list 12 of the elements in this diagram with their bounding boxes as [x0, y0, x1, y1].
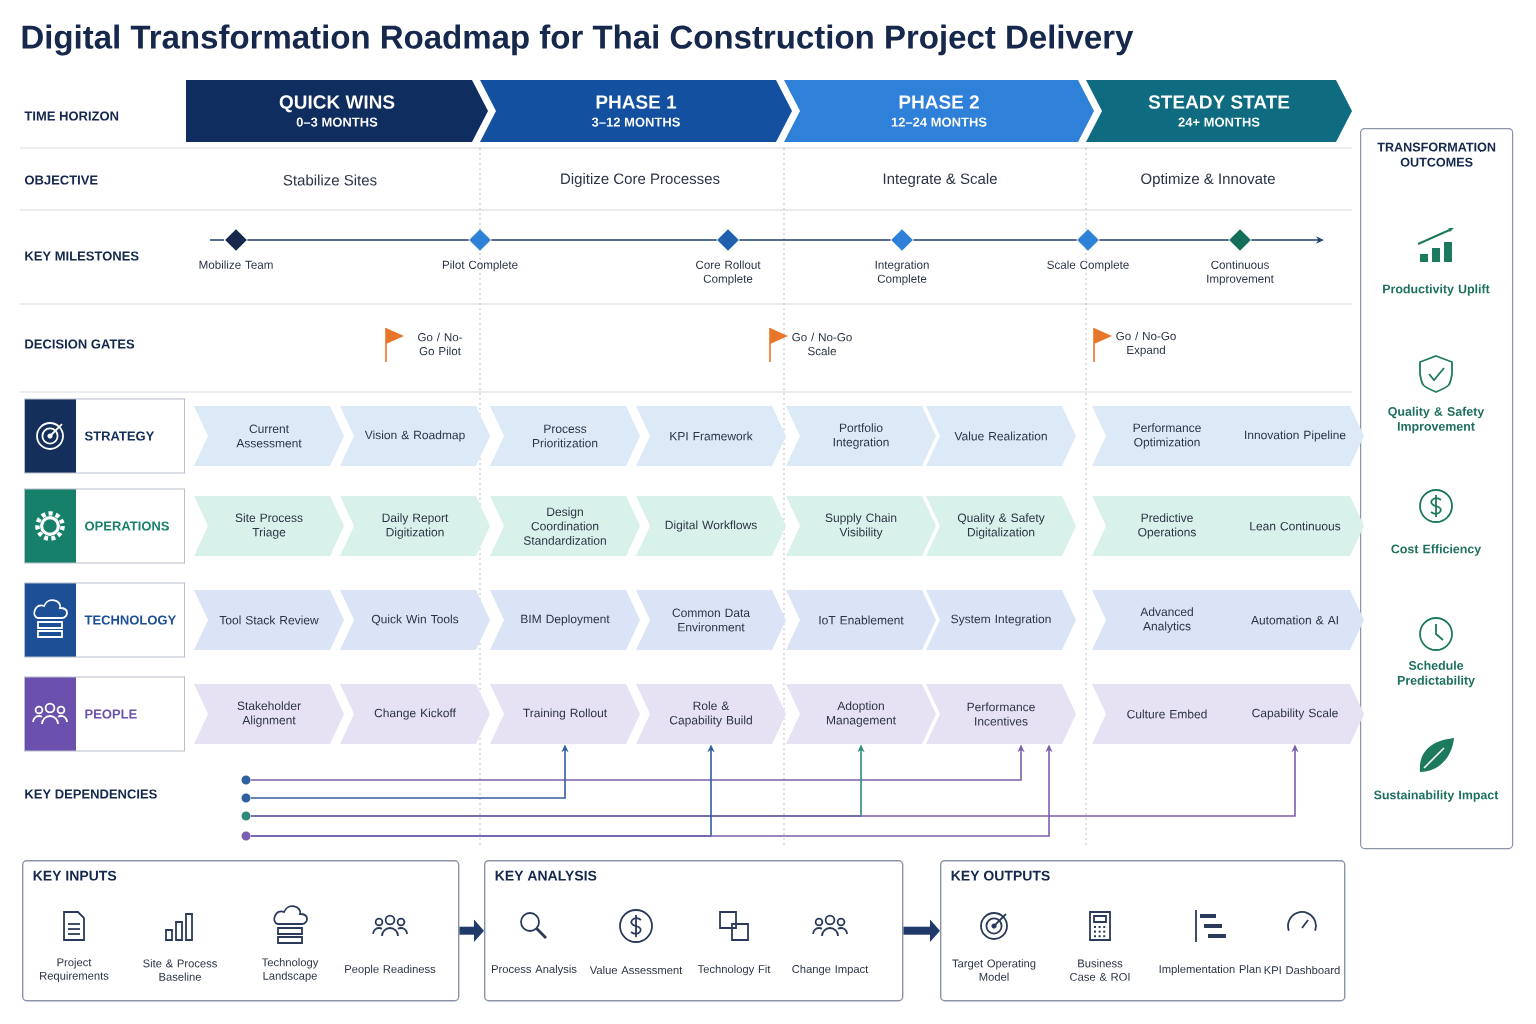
timeline-line	[246, 239, 470, 241]
milestone-marker	[891, 229, 913, 251]
milestone-marker	[1229, 229, 1251, 251]
title: Digital Transformation Roadmap for Thai Construction Project Delivery	[22, 24, 1134, 56]
timeline-line	[1098, 239, 1230, 241]
timeline-line	[490, 239, 718, 241]
milestone-marker	[469, 229, 491, 251]
milestone-marker	[1077, 229, 1099, 251]
milestone-marker	[225, 229, 247, 251]
timeline-line	[738, 239, 892, 241]
timeline-line	[912, 239, 1078, 241]
milestone-marker	[717, 229, 739, 251]
